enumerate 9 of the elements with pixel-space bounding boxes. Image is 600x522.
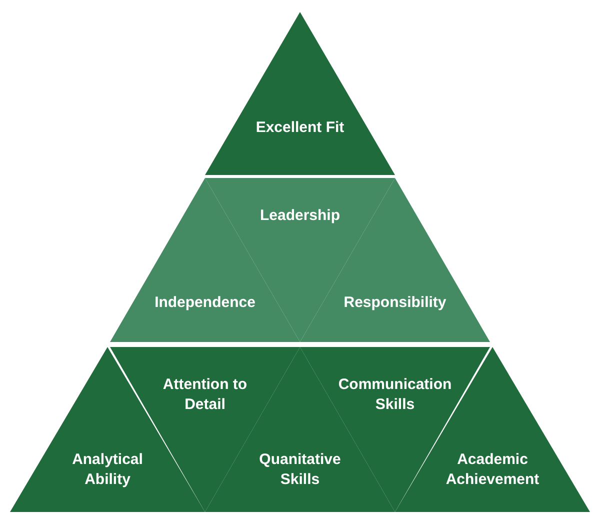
- triangle-label: Academic Achievement: [444, 450, 540, 490]
- triangle-label: Independence: [154, 293, 256, 313]
- triangle-label: Attention to Detail: [162, 375, 248, 415]
- triangle-label: Responsibility: [342, 293, 448, 313]
- triangle-label: Excellent Fit: [254, 118, 346, 138]
- triangle-label: Communication Skills: [337, 375, 453, 415]
- triangle-label: Analytical Ability: [71, 450, 144, 490]
- triangle-label: Leadership: [258, 206, 342, 226]
- triangle-label: Quanitative Skills: [258, 450, 342, 490]
